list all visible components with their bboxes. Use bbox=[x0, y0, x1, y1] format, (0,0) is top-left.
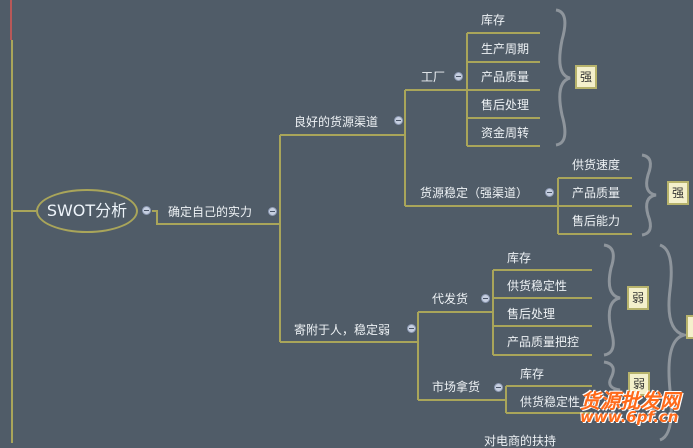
list-item[interactable]: 售后能力 bbox=[572, 214, 621, 228]
list-item[interactable]: 供货稳定性 bbox=[520, 395, 581, 409]
collapse-toggle[interactable] bbox=[454, 72, 463, 81]
tag-weak[interactable]: 弱 bbox=[627, 286, 649, 310]
watermark: 货源批发网 bbox=[580, 389, 680, 413]
node-dependent[interactable]: 寄附于人，稳定弱 bbox=[294, 323, 391, 337]
collapse-toggle[interactable] bbox=[494, 383, 503, 392]
collapse-toggle[interactable] bbox=[481, 294, 490, 303]
root-node[interactable]: SWOT分析 bbox=[36, 189, 138, 233]
node-self-strength[interactable]: 确定自己的实力 bbox=[168, 205, 253, 219]
list-item[interactable]: 库存 bbox=[507, 251, 532, 265]
list-item[interactable]: 售后处理 bbox=[481, 98, 530, 112]
collapse-toggle[interactable] bbox=[268, 207, 277, 216]
list-item[interactable]: 产品质量把控 bbox=[507, 335, 580, 349]
list-item[interactable]: 产品质量 bbox=[572, 186, 621, 200]
tag-weak[interactable]: 弱 bbox=[628, 372, 650, 396]
collapse-toggle[interactable] bbox=[545, 188, 554, 197]
list-item[interactable]: 资金周转 bbox=[481, 126, 530, 140]
node-stable-supply[interactable]: 货源稳定（强渠道） bbox=[420, 186, 529, 200]
list-item[interactable]: 供货速度 bbox=[572, 158, 621, 172]
collapse-toggle[interactable] bbox=[142, 206, 151, 215]
collapse-toggle[interactable] bbox=[407, 324, 416, 333]
node-market[interactable]: 市场拿货 bbox=[432, 380, 481, 394]
tag-partial[interactable] bbox=[686, 315, 693, 339]
watermark-url: www.6pf.cn bbox=[580, 408, 679, 426]
list-item[interactable]: 产品质量 bbox=[481, 70, 530, 84]
tag-strong[interactable]: 强 bbox=[575, 65, 597, 89]
node-dropship[interactable]: 代发货 bbox=[432, 292, 469, 306]
tag-strong[interactable]: 强 bbox=[667, 181, 689, 205]
node-ecommerce-support[interactable]: 对电商的扶持 bbox=[484, 434, 557, 448]
collapse-toggle[interactable] bbox=[394, 116, 403, 125]
node-good-supply[interactable]: 良好的货源渠道 bbox=[294, 115, 379, 129]
list-item[interactable]: 生产周期 bbox=[481, 42, 530, 56]
node-factory[interactable]: 工厂 bbox=[421, 70, 446, 84]
list-item[interactable]: 库存 bbox=[481, 13, 506, 27]
list-item[interactable]: 库存 bbox=[520, 367, 545, 381]
list-item[interactable]: 售后处理 bbox=[507, 307, 556, 321]
list-item[interactable]: 供货稳定性 bbox=[507, 279, 568, 293]
